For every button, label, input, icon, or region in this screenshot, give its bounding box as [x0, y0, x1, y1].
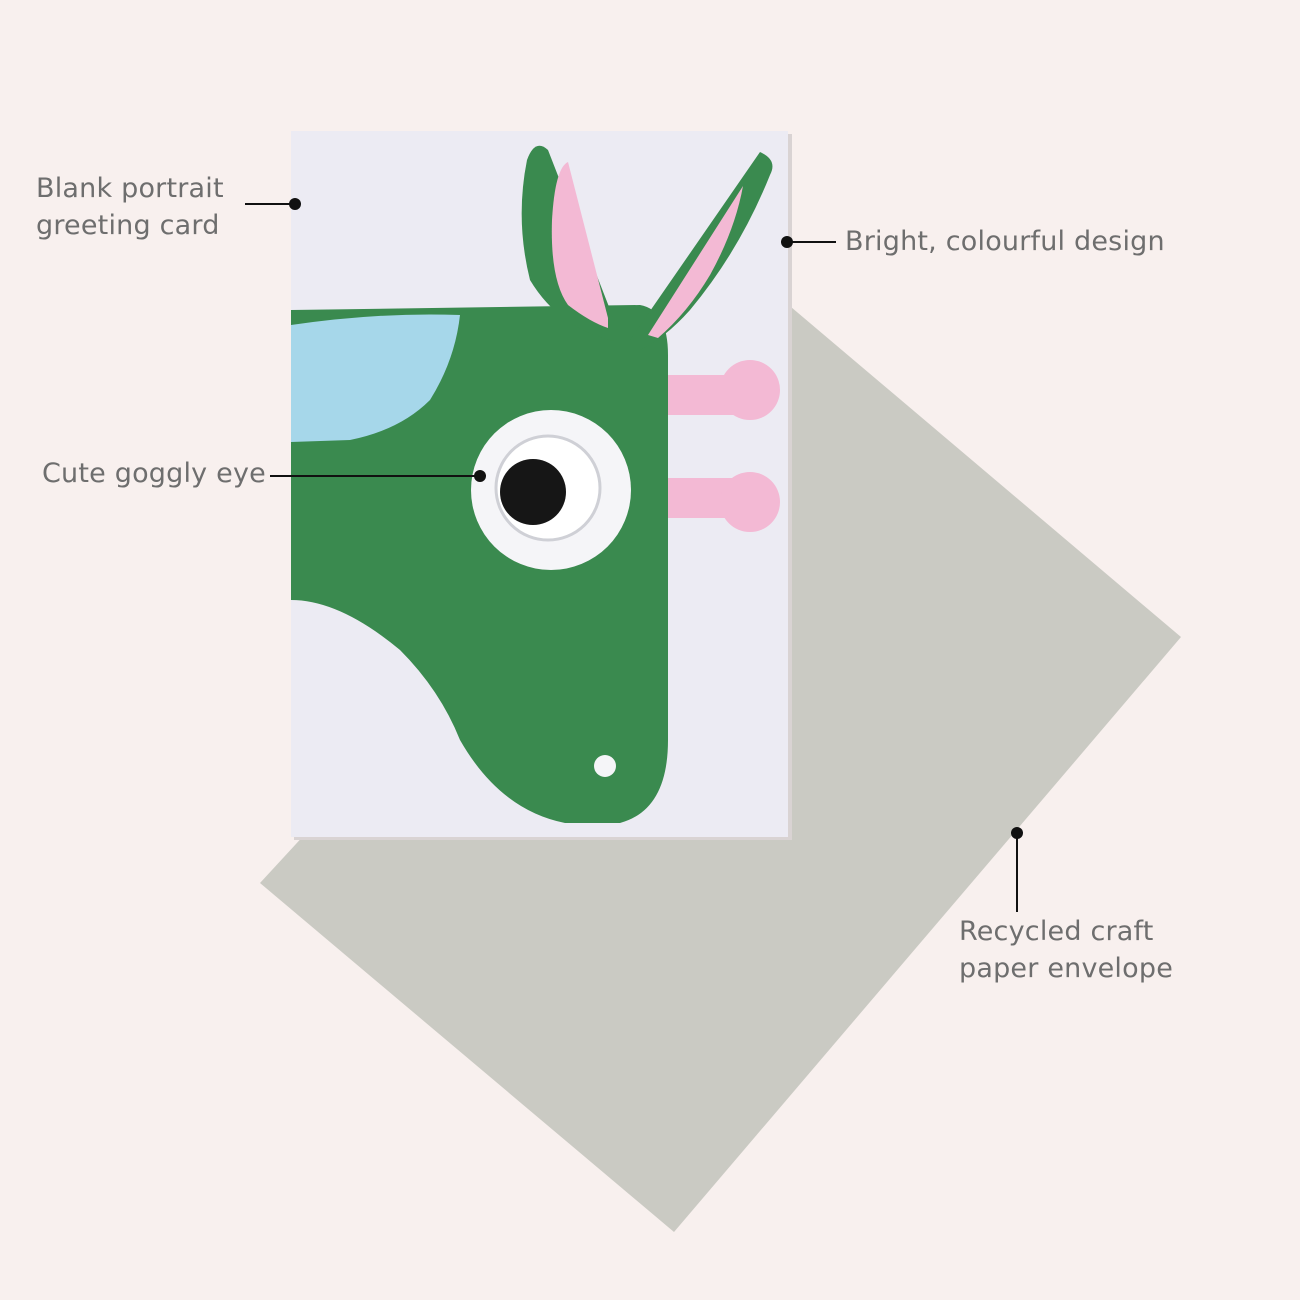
greeting-card	[291, 131, 788, 837]
label-envelope: Recycled craft paper envelope	[959, 913, 1173, 987]
label-blank-card-line2: greeting card	[36, 210, 220, 241]
envelope-pointer-dot	[1011, 827, 1023, 839]
goggly-eye	[471, 410, 631, 570]
eye-pointer-dot	[474, 470, 486, 482]
giraffe-ears	[521, 145, 773, 350]
annotation-pointers	[245, 198, 1023, 912]
label-blank-card-line1: Blank portrait	[36, 173, 224, 204]
label-colourful-design: Bright, colourful design	[845, 223, 1165, 260]
card-pointer-dot	[289, 198, 301, 210]
label-goggly-eye-text: Cute goggly eye	[42, 458, 266, 489]
label-envelope-line1: Recycled craft	[959, 916, 1154, 947]
design-pointer-dot	[781, 236, 793, 248]
giraffe-mane	[291, 314, 460, 442]
label-colourful-design-text: Bright, colourful design	[845, 226, 1165, 257]
giraffe-illustration	[291, 145, 780, 823]
label-goggly-eye: Cute goggly eye	[42, 455, 266, 492]
label-envelope-line2: paper envelope	[959, 953, 1174, 984]
giraffe-horns	[642, 360, 780, 532]
giraffe-nostril	[594, 755, 616, 777]
label-blank-card: Blank portrait greeting card	[36, 170, 224, 244]
